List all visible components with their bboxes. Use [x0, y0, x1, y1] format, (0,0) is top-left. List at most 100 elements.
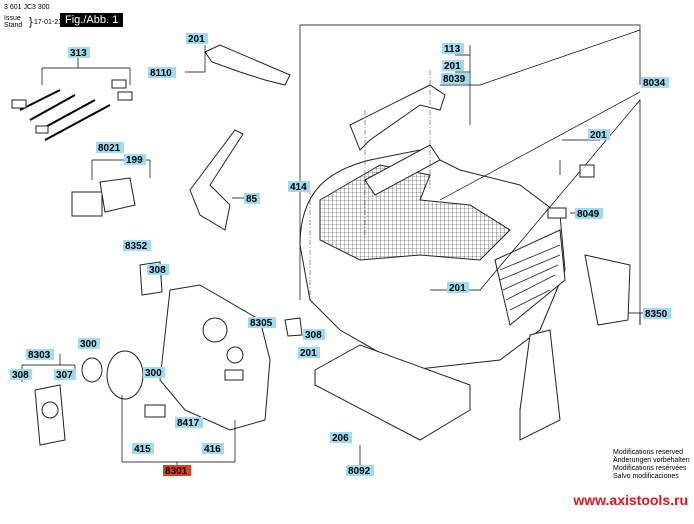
clip-part — [189, 129, 244, 231]
part-number: 201 — [590, 130, 607, 141]
part-number-label: 85 — [244, 193, 260, 205]
label-background — [441, 73, 469, 84]
part-number-label: 8350 — [643, 308, 671, 320]
label-background — [643, 308, 671, 319]
part-number: 8417 — [177, 418, 200, 429]
part-number: 201 — [188, 34, 205, 45]
part-number: 85 — [246, 194, 258, 205]
part-number: 415 — [134, 444, 151, 455]
label-background — [26, 349, 54, 360]
part-number-label: 8034 — [641, 77, 669, 89]
label-background — [244, 193, 260, 204]
modification-line: Änderungen vorbehalten — [613, 457, 690, 464]
part-number: 8021 — [98, 143, 121, 154]
label-background — [124, 154, 146, 165]
part-number-label: 8110 — [148, 67, 176, 79]
part-number-label: 8049 — [575, 208, 603, 220]
part-number-label: 308 — [303, 329, 325, 341]
part-number: 8034 — [643, 78, 666, 89]
label-layer: 313 201 8110 8021 199 85 414 113 201 8039 8034 201 8… — [10, 33, 671, 477]
label-background — [10, 369, 32, 380]
modification-line: Modifications reserved — [613, 449, 684, 456]
label-background — [68, 47, 90, 58]
modification-line: Modifications resérvées — [613, 465, 687, 472]
part-number-label: 415 — [132, 443, 154, 455]
label-background — [346, 465, 374, 476]
frame-line — [299, 24, 641, 300]
label-background — [96, 142, 124, 153]
label-background — [202, 443, 224, 454]
part-number-label: 201 — [588, 129, 610, 141]
label-background — [330, 432, 352, 443]
part-number: 8301 — [165, 466, 188, 477]
outlet-socket-part — [41, 401, 59, 419]
part-number-label: 300 — [143, 367, 165, 379]
label-background — [303, 329, 325, 340]
base-plate-part — [314, 344, 471, 441]
part-number-label: 416 — [202, 443, 224, 455]
label-background — [442, 60, 464, 71]
part-number-label: 308 — [10, 369, 32, 381]
hose-holder-part — [519, 329, 561, 441]
part-number: 8350 — [645, 309, 668, 320]
part-number: 308 — [305, 330, 322, 341]
part-number-label: 8305 — [248, 317, 276, 329]
issue-date: 17-01-21 — [34, 19, 63, 26]
part-number: 199 — [126, 155, 143, 166]
part-number: 8352 — [125, 241, 148, 252]
part-number-label: 201 — [447, 282, 469, 294]
part-number: 313 — [70, 48, 87, 59]
label-background — [78, 338, 100, 349]
label-background — [186, 33, 208, 44]
stand-label: Stand — [4, 22, 23, 29]
part-number: 206 — [332, 433, 349, 444]
housing-part — [299, 84, 566, 371]
switch-part — [71, 159, 151, 217]
part-number-label: 8092 — [346, 465, 374, 477]
figure-label: Fig./Abb. 1 — [60, 13, 124, 27]
part-number-label: 300 — [78, 338, 100, 350]
label-background — [148, 67, 176, 78]
part-number-label: 8303 — [26, 349, 54, 361]
brace: } — [29, 16, 33, 28]
filter-cover-part — [584, 254, 631, 326]
part-number: 8039 — [443, 74, 466, 85]
part-number-label: 206 — [330, 432, 352, 444]
part-number: 416 — [204, 444, 221, 455]
label-background — [147, 264, 169, 275]
part-number: 8303 — [28, 350, 51, 361]
part-number-label: 307 — [54, 369, 76, 381]
part-number-label: 113 — [442, 43, 464, 55]
cable-set-part — [11, 58, 133, 141]
part-number: 414 — [290, 182, 307, 193]
part-number: 300 — [80, 339, 97, 350]
part-number: 113 — [444, 44, 461, 55]
part-number-label: 8021 — [96, 142, 124, 154]
watermark-url: www.axistools.ru — [573, 492, 688, 508]
handle-part — [204, 44, 291, 86]
doc-number: 3 601 JC3 300 — [4, 4, 50, 11]
modification-line: Salvo modificaciones — [613, 473, 679, 480]
label-part — [547, 207, 567, 219]
label-background — [175, 417, 203, 428]
part-number-label: 308 — [147, 264, 169, 276]
bracket-part — [579, 164, 595, 178]
part-number: 201 — [449, 283, 466, 294]
part-number-label: 201 — [186, 33, 208, 45]
part-number-label: 8352 — [123, 240, 151, 252]
part-number-label: 8301 — [163, 465, 191, 477]
label-background — [575, 208, 603, 219]
part-number-label: 414 — [288, 181, 310, 193]
label-background — [298, 347, 320, 358]
label-background — [588, 129, 610, 140]
part-number-label: 201 — [442, 60, 464, 72]
label-background — [54, 369, 76, 380]
part-number-label: 199 — [124, 154, 146, 166]
part-number-label: 8039 — [441, 73, 469, 85]
label-background — [288, 181, 310, 192]
label-background — [641, 77, 669, 88]
part-number: 307 — [56, 370, 73, 381]
label-background — [132, 443, 154, 454]
part-number-label: 8417 — [175, 417, 203, 429]
